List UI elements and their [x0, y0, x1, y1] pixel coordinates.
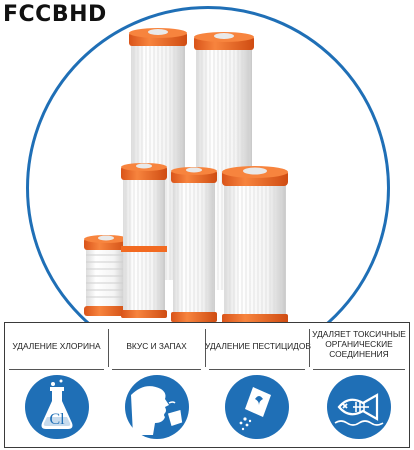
- feature-toxic-organics: УДАЛЯЕТ ТОКСИЧНЫЕ ОРГАНИЧЕСКИЕ СОЕДИНЕНИ…: [309, 323, 409, 447]
- product-title: FCCBHD: [3, 2, 107, 27]
- pesticide-icon: [225, 375, 289, 439]
- feature-label-line: СОЕДИНЕНИЯ: [329, 349, 389, 359]
- divider: [108, 329, 109, 367]
- divider: [309, 329, 310, 367]
- divider: [205, 329, 206, 367]
- filter-cartridges-illustration: [84, 28, 288, 324]
- cartridge-wide: [222, 166, 288, 324]
- cartridge-medium: [121, 163, 167, 318]
- chlorine-symbol: Cl: [49, 411, 65, 428]
- cartridge-center: [171, 167, 217, 322]
- divider: [313, 369, 405, 370]
- feature-pesticides: УДАЛЕНИЕ ПЕСТИЦИДОВ: [205, 323, 311, 447]
- cartridge-small-left: [84, 235, 128, 316]
- feature-label: УДАЛЕНИЕ ХЛОРИНА: [12, 341, 101, 351]
- features-panel: УДАЛЕНИЕ ХЛОРИНА Cl ВКУС И ЗАПАХ УДАЛЕНИ…: [4, 322, 410, 448]
- feature-label-line: ОРГАНИЧЕСКИЕ: [325, 339, 393, 349]
- divider: [9, 369, 104, 370]
- feature-taste-smell: ВКУС И ЗАПАХ: [108, 323, 205, 447]
- divider: [112, 369, 201, 370]
- dead-fish-icon: [327, 375, 391, 439]
- feature-label: УДАЛЯЕТ ТОКСИЧНЫЕ ОРГАНИЧЕСКИЕ СОЕДИНЕНИ…: [309, 329, 409, 359]
- chlorine-flask-icon: Cl: [24, 375, 89, 439]
- taste-smell-icon: [124, 375, 189, 439]
- feature-label: УДАЛЕНИЕ ПЕСТИЦИДОВ: [205, 341, 311, 351]
- feature-label: ВКУС И ЗАПАХ: [126, 341, 187, 351]
- feature-chlorine: УДАЛЕНИЕ ХЛОРИНА Cl: [5, 323, 108, 447]
- divider: [209, 369, 305, 370]
- feature-label-line: УДАЛЯЕТ ТОКСИЧНЫЕ: [312, 329, 406, 339]
